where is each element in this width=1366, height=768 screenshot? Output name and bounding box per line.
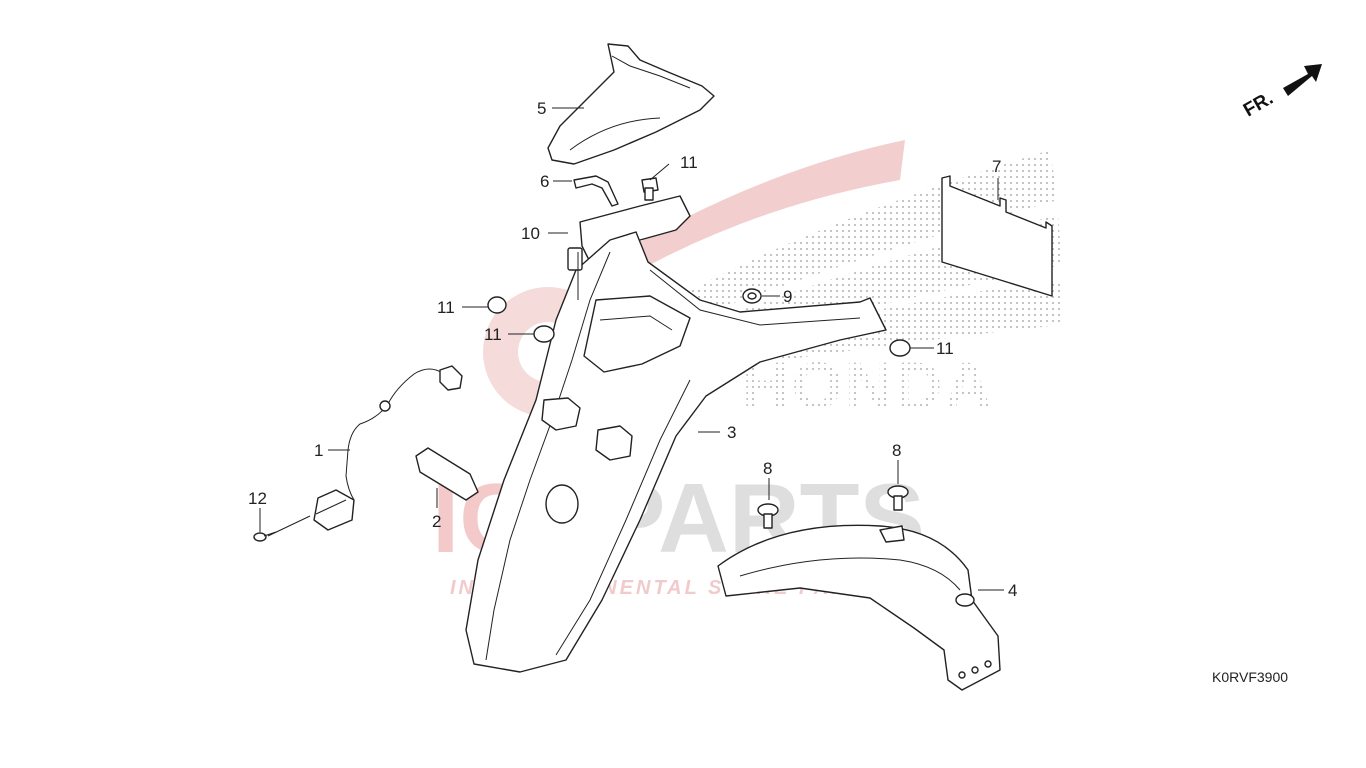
- front-arrow-icon: [1283, 64, 1322, 96]
- callout-labels: 5 6 11 10 11 11 9 11 7 3 4 8 8 1 2 12: [248, 99, 1017, 600]
- diagram-code: K0RVF3900: [1212, 669, 1288, 685]
- callout-11-left: 11: [437, 298, 455, 317]
- front-label: FR.: [1240, 88, 1277, 121]
- callout-11-mid: 11: [484, 325, 502, 344]
- part-4-inner-fender: [717, 524, 1001, 691]
- callout-11-top: 11: [680, 153, 698, 172]
- honda-watermark-text: HONDA: [742, 348, 994, 422]
- front-direction-indicator: FR.: [1240, 64, 1322, 121]
- callout-11-right: 11: [936, 339, 954, 358]
- part-8-bolt-b: [887, 485, 909, 511]
- part-8-bolt-a: [757, 503, 779, 529]
- callout-7: 7: [992, 157, 1001, 176]
- part-5-rear-cover: [547, 43, 715, 165]
- part-3-rear-fender: [465, 231, 887, 673]
- callout-12: 12: [248, 489, 267, 508]
- callout-10: 10: [521, 224, 540, 243]
- part-11-nut-c: [533, 325, 555, 343]
- part-10-clip: [567, 247, 583, 271]
- part-7-plate: [941, 175, 1053, 297]
- part-11-nut-b: [487, 296, 507, 314]
- part-2-reflector: [415, 447, 479, 501]
- part-1-license-light: [313, 365, 463, 531]
- callout-9: 9: [783, 287, 792, 306]
- callout-3: 3: [727, 423, 736, 442]
- part-9-grommet: [742, 288, 762, 304]
- callout-8-left: 8: [763, 459, 772, 478]
- part-6-strip: [573, 175, 619, 207]
- callout-2: 2: [432, 512, 441, 531]
- callout-4: 4: [1008, 581, 1017, 600]
- callout-8-right: 8: [892, 441, 901, 460]
- callout-5: 5: [537, 99, 546, 118]
- part-12-screw: [253, 531, 277, 542]
- leader-lines: [259, 107, 1004, 591]
- callout-1: 1: [314, 441, 323, 460]
- part-11-nut-a: [641, 177, 659, 201]
- part-11-nut-d: [889, 339, 911, 357]
- callout-6: 6: [540, 172, 549, 191]
